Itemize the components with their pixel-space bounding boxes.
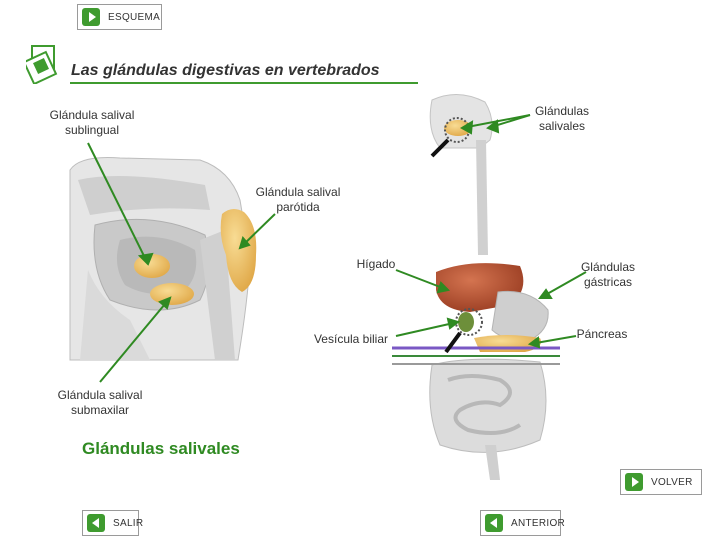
head-cross-section (69, 157, 257, 361)
submaxilar-gland (150, 283, 194, 305)
play-left-icon (87, 514, 105, 532)
salir-label: SALIR (113, 517, 144, 529)
esquema-button[interactable]: ESQUEMA (77, 4, 162, 30)
label-submaxilar: Glándula salival submaxilar (57, 388, 143, 417)
volver-button[interactable]: VOLVER (620, 469, 702, 495)
label-sublingual: Glándula salival sublingual (49, 108, 135, 137)
label-pancreas: Páncreas (576, 327, 628, 341)
anterior-button[interactable]: ANTERIOR (480, 510, 565, 536)
salivary-glands-small (444, 120, 472, 136)
title-underline (70, 82, 418, 84)
anterior-label: ANTERIOR (511, 517, 566, 529)
esquema-label: ESQUEMA (108, 11, 161, 23)
parotid-gland (220, 208, 257, 292)
label-higado: Hígado (356, 257, 396, 271)
label-parotida: Glándula salival parótida (255, 185, 341, 214)
gallbladder (458, 312, 474, 332)
play-left-icon (485, 514, 503, 532)
title-block: Las glándulas digestivas en vertebrados (26, 44, 418, 84)
salir-button[interactable]: SALIR (82, 510, 143, 536)
play-right-icon (82, 8, 100, 26)
play-right-icon (625, 473, 643, 491)
stacked-squares-icon (26, 45, 58, 84)
volver-label: VOLVER (651, 476, 693, 488)
section-heading: Glándulas salivales (82, 439, 240, 458)
label-salivales: Glándulas salivales (534, 104, 590, 133)
digestive-system (392, 94, 560, 480)
label-gastricas: Glándulas gástricas (580, 260, 636, 289)
sublingual-gland (134, 254, 170, 278)
label-vesicula: Vesícula biliar (313, 332, 389, 346)
page-title: Las glándulas digestivas en vertebrados (71, 62, 380, 79)
pointer-arrows (87, 114, 587, 383)
